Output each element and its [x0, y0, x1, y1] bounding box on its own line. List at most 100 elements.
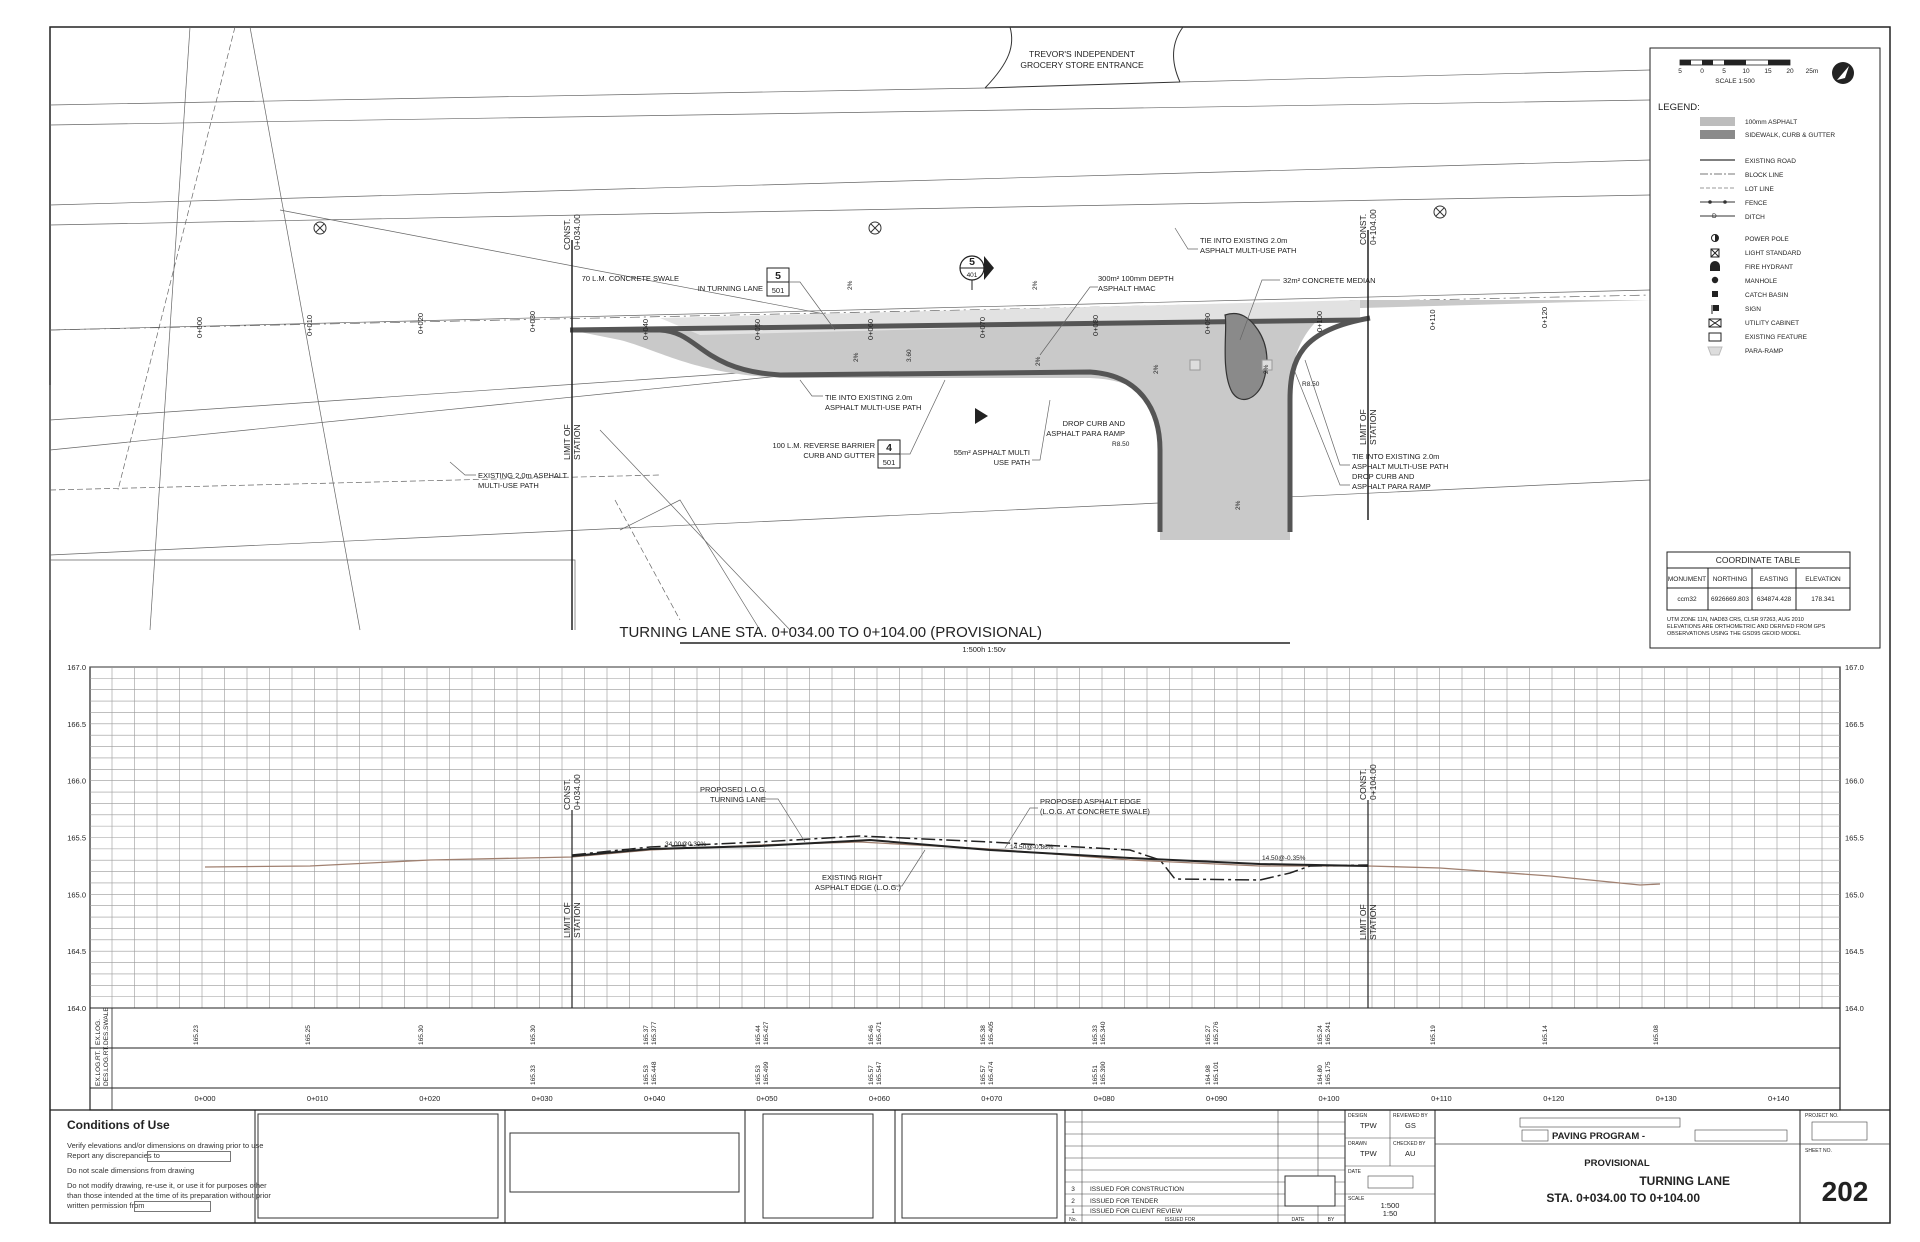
y-axis-label: 166.0	[67, 777, 86, 786]
limit-left-line1: LIMIT OF	[562, 424, 572, 460]
coord-header: MONUMENT	[1668, 576, 1706, 583]
profile-limit-left-2: STATION	[572, 902, 582, 938]
station-label: 0+080	[1091, 315, 1100, 336]
revision-no: 2	[1071, 1198, 1075, 1205]
drop-curb-right-line1: DROP CURB AND	[1352, 472, 1415, 481]
checked-value: AU	[1405, 1149, 1415, 1158]
x-axis-label: 0+120	[1543, 1094, 1564, 1103]
light-standard-icon	[1433, 205, 1447, 219]
store-entrance-line1: TREVOR'S INDEPENDENT	[1029, 49, 1135, 59]
legend-symbol-label: CATCH BASIN	[1745, 292, 1789, 299]
const-left-line1: CONST.	[562, 219, 572, 250]
design-value: TPW	[1360, 1121, 1378, 1130]
scale-value: 1:500	[1381, 1201, 1400, 1210]
profile-callout: ASPHALT EDGE (L.O.G.)	[815, 883, 901, 892]
y-axis-label: 164.5	[1845, 947, 1864, 956]
scale-bar: 5 0 5 10 15 20 25m SCALE 1:500	[1678, 59, 1818, 85]
profile-const-left: CONST.	[562, 779, 572, 810]
profile-row-value: 165.377	[651, 1021, 658, 1045]
legend-panel: 5 0 5 10 15 20 25m SCALE 1:500 LEGEND: 1…	[1649, 47, 1881, 649]
x-axis-label: 0+090	[1206, 1094, 1227, 1103]
legend-symbol-label: SIGN	[1745, 306, 1761, 313]
station-label: 0+030	[528, 311, 537, 332]
legend-fill-label: 100mm ASPHALT	[1745, 119, 1797, 126]
existing-feature-icon	[1708, 332, 1722, 342]
x-axis-label: 0+020	[419, 1094, 440, 1103]
median-callout: 32m² CONCRETE MEDIAN	[1283, 276, 1376, 285]
scale-value: 1:50	[1383, 1209, 1398, 1218]
barrier-callout-line1: 100 L.M. REVERSE BARRIER	[772, 441, 875, 450]
profile-row-value: 164.80	[1317, 1065, 1324, 1085]
section-tag-bottom: 401	[967, 272, 978, 279]
profile-row-value: 165.44	[755, 1025, 762, 1045]
station-label: 0+070	[978, 317, 987, 338]
legend-symbol-label: UTILITY CABINET	[1745, 320, 1799, 327]
plan-scale-note: 1:500h 1:50v	[962, 645, 1006, 654]
profile-slope-label: 14.50@-0.35%	[1262, 855, 1306, 862]
coord-cell: 6926669.803	[1711, 596, 1749, 603]
profile-row-value: 165.57	[980, 1065, 987, 1085]
profile-row-value: 165.53	[643, 1065, 650, 1085]
profile-callout: TURNING LANE	[710, 795, 766, 804]
coord-header: ELEVATION	[1805, 576, 1841, 583]
concrete-median	[1224, 312, 1268, 401]
profile-limit-right: LIMIT OF	[1358, 904, 1368, 940]
swale-tag-top: 5	[775, 270, 781, 282]
slope-label: 2%	[1032, 280, 1039, 290]
design-label: DESIGN	[1348, 1113, 1368, 1119]
row-label: DES.SWALE	[103, 1007, 110, 1045]
scale-label: SCALE 1:500	[1715, 78, 1755, 85]
x-axis-label: 0+130	[1656, 1094, 1677, 1103]
legend-symbol-label: EXISTING FEATURE	[1745, 334, 1808, 341]
section-tag-top: 5	[969, 256, 975, 268]
light-standard-icon	[313, 221, 327, 235]
coordinate-table: COORDINATE TABLE MONUMENT NORTHING EASTI…	[1666, 551, 1851, 637]
revision-no: 1	[1071, 1208, 1075, 1215]
slope-label: 2%	[847, 280, 854, 290]
scale-tick: 5	[1678, 68, 1682, 75]
slope-label: 2%	[1263, 364, 1270, 374]
hmac-callout-line1: 300m² 100mm DEPTH	[1098, 274, 1174, 283]
sign-icon	[1711, 305, 1719, 314]
station-label: 0+000	[195, 317, 204, 338]
revision-desc: ISSUED FOR CONSTRUCTION	[1090, 1186, 1184, 1193]
profile-row-value: 165.19	[1430, 1025, 1437, 1045]
plan-view: TREVOR'S INDEPENDENT GROCERY STORE ENTRA…	[49, 26, 1651, 654]
profile-row-value: 165.57	[868, 1065, 875, 1085]
scale-tick: 10	[1742, 68, 1750, 75]
legend-fill-swatch	[1700, 130, 1735, 139]
coord-table-title: COORDINATE TABLE	[1716, 555, 1801, 565]
revision-header: DATE	[1292, 1217, 1306, 1223]
row-label: EX.LOG.RT.	[95, 1050, 102, 1086]
revision-desc: ISSUED FOR CLIENT REVIEW	[1090, 1208, 1183, 1215]
profile-row-value: 165.08	[1653, 1025, 1660, 1045]
radius-label: R8.50	[1302, 381, 1320, 388]
x-axis-label: 0+040	[644, 1094, 665, 1103]
profile-row-value: 165.53	[755, 1065, 762, 1085]
revision-table: 3 ISSUED FOR CONSTRUCTION 2 ISSUED FOR T…	[1065, 1110, 1345, 1223]
y-axis-label: 165.0	[1845, 890, 1864, 899]
drawing-subtitle: STA. 0+034.00 TO 0+104.00	[1546, 1191, 1700, 1205]
sheet-number: 202	[1822, 1176, 1869, 1207]
profile-row-value: 165.499	[763, 1061, 770, 1085]
radius-label: R8.50	[1112, 441, 1130, 448]
y-axis-label: 167.0	[67, 663, 86, 672]
para-ramp-icon	[1707, 346, 1723, 356]
tie-mid-line2: ASPHALT MULTI-USE PATH	[825, 403, 921, 412]
profile-slope-label: 14.50@-0.86%	[1010, 844, 1054, 851]
legend-line-label: DITCH	[1745, 214, 1765, 221]
tie-top-line2: ASPHALT MULTI-USE PATH	[1200, 246, 1296, 255]
coord-cell: 634874.428	[1757, 596, 1792, 603]
profile-row-value: 165.340	[1100, 1021, 1107, 1045]
profile-const-right-sta: 0+104.00	[1368, 764, 1378, 800]
profile-row-value: 165.30	[418, 1025, 425, 1045]
existing-path-line1: EXISTING 2.0m ASPHALT	[478, 471, 567, 480]
reviewed-label: REVIEWED BY	[1393, 1113, 1428, 1119]
y-axis-label: 166.0	[1845, 777, 1864, 786]
limit-left-line2: STATION	[572, 424, 582, 460]
row-label: EX.LOG.	[95, 1019, 102, 1045]
profile-row-value: 165.390	[1100, 1061, 1107, 1085]
barrier-detail-tag: 4 501	[877, 439, 901, 469]
const-right-line1: CONST.	[1358, 214, 1368, 245]
